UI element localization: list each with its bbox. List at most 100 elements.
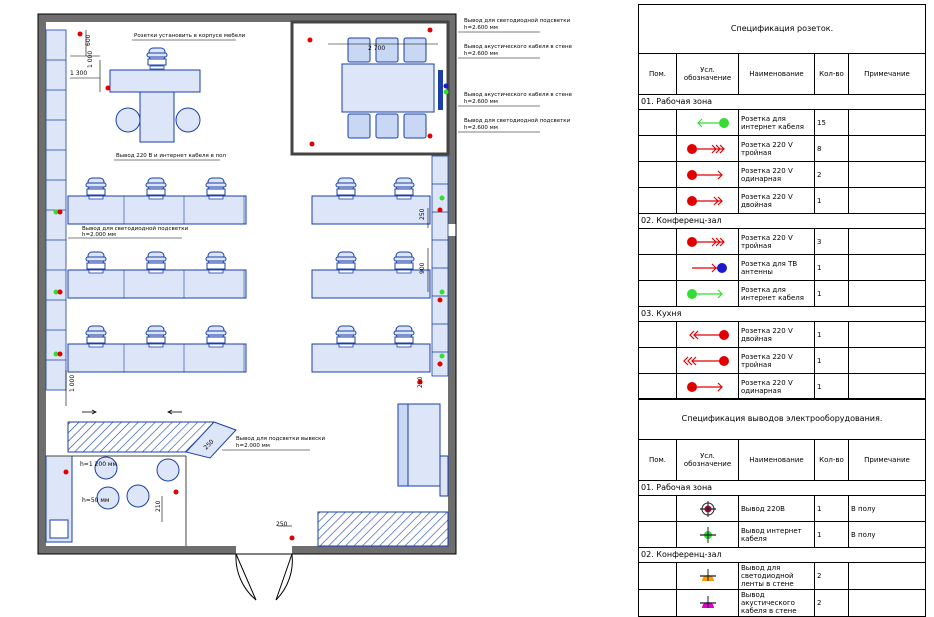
power-outlet-marker [105, 85, 111, 91]
col-symbol: Усл. обозначение [676, 53, 739, 95]
callout-leaders [68, 31, 540, 451]
kitchen [45, 455, 187, 546]
item-name: Вывод интернет кабеля [738, 521, 815, 548]
item-note [848, 135, 926, 162]
internet-outlet-marker [439, 289, 445, 295]
section-row: 02. Конференц-зал [638, 547, 926, 563]
item-name: Вывод 220В [738, 495, 815, 522]
col-qty: Кол-во [814, 53, 849, 95]
office-chair [393, 325, 415, 348]
conf-acoustic2-note: Вывод акустического кабеля в стене [464, 92, 573, 98]
office-chair [85, 325, 107, 348]
item-note [848, 187, 926, 214]
red-single-arrow-icon [686, 169, 723, 180]
item-note [848, 254, 926, 281]
item-note [848, 109, 926, 136]
green-right-arrow-icon [686, 288, 723, 299]
desk-row-right [311, 343, 431, 373]
symbol-cell [676, 135, 739, 162]
room-cell [638, 321, 677, 348]
conf-acoustic-height: h=2.600 мм [464, 51, 498, 57]
dim-1300: 1 300 [70, 70, 87, 77]
office-chair [145, 177, 167, 200]
internet-outlet-marker [439, 195, 445, 201]
item-note: В полу [848, 521, 926, 548]
equipment-spec-title: Спецификация выводов электрооборудования… [638, 398, 926, 440]
symbol-cell [676, 161, 739, 188]
item-name: Розетка 220 V тройная [738, 135, 815, 162]
orange-led-outlet-icon [699, 569, 716, 581]
item-note [848, 562, 926, 590]
item-note [848, 347, 926, 374]
reception-counter [67, 421, 237, 459]
walls [38, 14, 456, 554]
item-qty: 1 [814, 254, 849, 281]
room-cell [638, 109, 677, 136]
dim-900: 900 [419, 262, 426, 274]
equipment-spec-table: Спецификация выводов электрооборудования… [638, 398, 926, 617]
item-name: Розетка для интернет кабеля [738, 109, 815, 136]
strip-left-height: h=2.000 мм [82, 232, 116, 238]
item-qty: 1 [814, 521, 849, 548]
lounge-sofa [397, 403, 449, 497]
power-outlet-marker [57, 351, 63, 357]
col-name: Наименование [738, 53, 815, 95]
power-outlet-marker [309, 141, 315, 147]
item-name: Розетка 220 V одинарная [738, 161, 815, 188]
room-cell [638, 589, 677, 617]
door-arrows [82, 409, 182, 415]
power-outlet-marker [417, 379, 423, 385]
office-chair [393, 251, 415, 274]
room-cell [638, 228, 677, 255]
red-double-arrow-icon [686, 195, 723, 206]
dimension-lines [65, 30, 438, 527]
power-outlet-marker [77, 31, 83, 37]
office-chair [205, 251, 227, 274]
furniture-note: Розетки установить в корпусе мебели [134, 33, 246, 39]
room-cell [638, 562, 677, 590]
internet-outlet-marker [53, 289, 59, 295]
col-note: Примечание [848, 439, 926, 481]
item-name: Розетка 220 V одинарная [738, 373, 815, 400]
entrance-door [235, 553, 293, 601]
item-name: Розетка 220 V двойная [738, 321, 815, 348]
item-name: Розетка 220 V тройная [738, 347, 815, 374]
office-chair [145, 325, 167, 348]
room-cell [638, 254, 677, 281]
tv-outlet-marker [443, 83, 449, 89]
manager-desk [109, 47, 201, 143]
col-room: Пом. [638, 53, 677, 95]
office-chair [335, 251, 357, 274]
room-cell [638, 373, 677, 400]
room-cell [638, 187, 677, 214]
bottom-counter [317, 511, 449, 547]
room-cell [638, 521, 677, 548]
desk-row-right [311, 195, 431, 225]
office-chair [85, 251, 107, 274]
col-qty: Кол-во [814, 439, 849, 481]
conf-strip-height: h=2.600 мм [464, 25, 498, 31]
room-cell [638, 495, 677, 522]
symbol-cell [676, 521, 739, 548]
dim-1000b: 1 000 [69, 375, 76, 392]
office-chair [145, 251, 167, 274]
item-name: Вывод акустического кабеля в стене [738, 589, 815, 617]
item-name: Розетка для ТВ антенны [738, 254, 815, 281]
power-outlet-marker [57, 209, 63, 215]
green-left-arrow-icon [696, 117, 729, 128]
dim-2700: 2 700 [368, 45, 385, 52]
item-qty: 1 [814, 280, 849, 307]
magenta-acoustic-outlet-icon [699, 596, 716, 608]
red-triple-arrow-icon [686, 143, 725, 154]
room-cell [638, 280, 677, 307]
conf-strip-note: Вывод для светодиодной подсветки [464, 17, 571, 24]
item-qty: 1 [814, 187, 849, 214]
office-chair [205, 177, 227, 200]
dim-210: 210 [155, 500, 162, 512]
room-cell [638, 347, 677, 374]
